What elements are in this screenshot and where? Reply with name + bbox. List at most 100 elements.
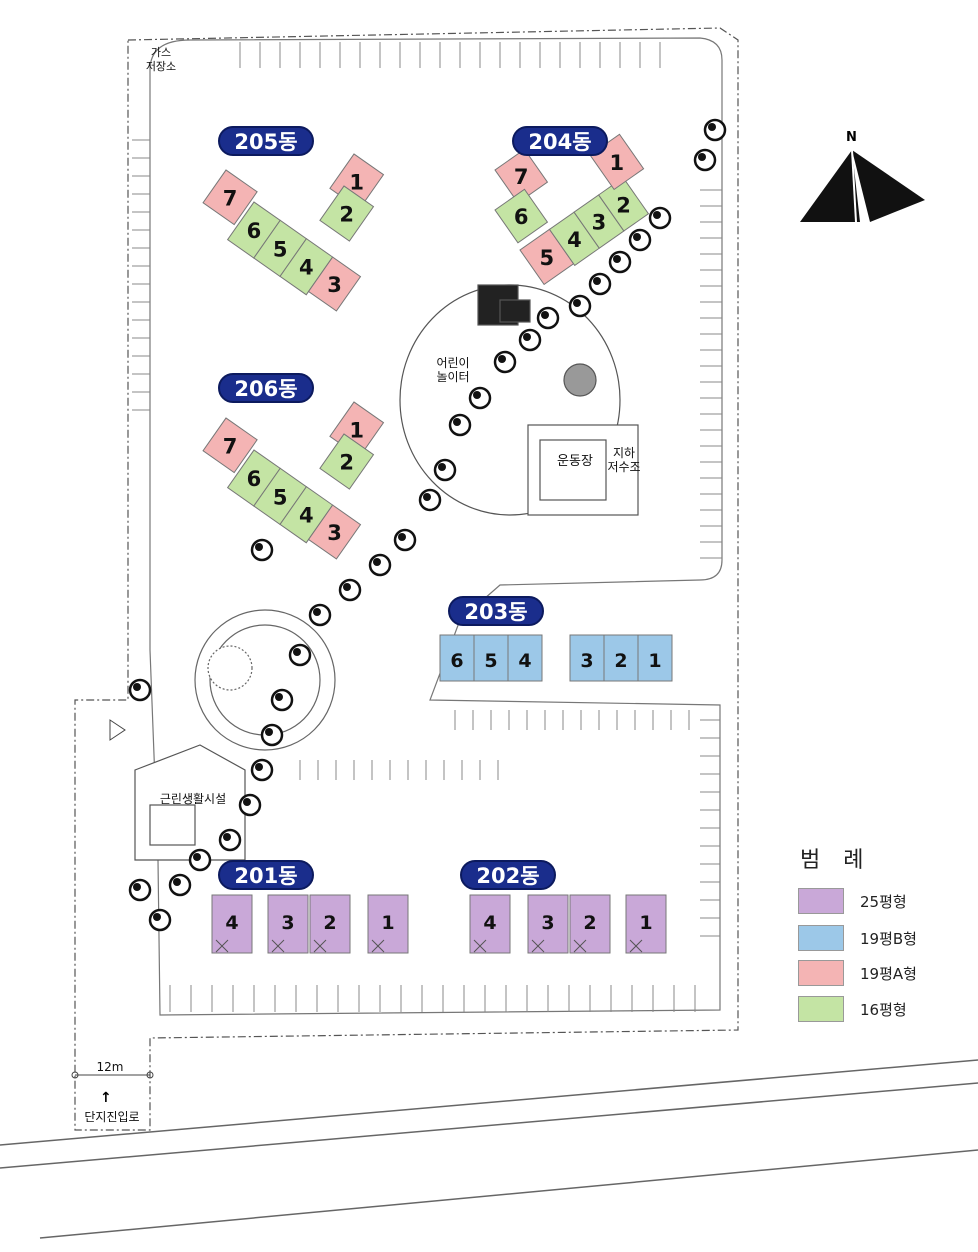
unit-number: 4 xyxy=(518,650,531,672)
legend-item: 19평B형 xyxy=(798,925,917,951)
legend-label: 19평A형 xyxy=(860,964,917,983)
unit-block: 7 xyxy=(202,417,258,474)
sports-field-label: 운동장 xyxy=(557,454,593,469)
main-road xyxy=(0,1059,978,1239)
unit-number: 7 xyxy=(223,186,238,210)
unit-number: 1 xyxy=(648,650,661,672)
legend-title: 범 례 xyxy=(800,848,872,873)
tree-icon xyxy=(128,678,152,702)
unit-number: 4 xyxy=(299,504,314,528)
roundabout xyxy=(194,609,336,751)
building-badge-201: 201동 xyxy=(218,860,314,890)
tree-icon xyxy=(168,873,192,897)
unit-number: 5 xyxy=(539,246,554,270)
tree-icon xyxy=(368,553,392,577)
legend-swatch xyxy=(798,960,844,986)
tree-icon xyxy=(128,878,152,902)
building-badge-202: 202동 xyxy=(460,860,556,890)
legend-label: 25평형 xyxy=(860,892,907,911)
tree-icon xyxy=(288,643,312,667)
tree-icon xyxy=(418,488,442,512)
unit-block: 7 xyxy=(494,148,549,204)
tree-icon xyxy=(218,828,242,852)
building-badge-204: 204동 xyxy=(512,126,608,156)
playground-label: 어린이 놀이터 xyxy=(436,356,470,384)
arrow-up-icon: ↑ xyxy=(100,1090,112,1106)
unit-number: 3 xyxy=(541,912,554,934)
tree-icon xyxy=(588,272,612,296)
gas-storage-label: 가스 저장소 xyxy=(145,46,177,73)
unit-number: 2 xyxy=(583,912,596,934)
legend-swatch xyxy=(798,925,844,951)
unit-number: 6 xyxy=(514,205,529,229)
playground-area xyxy=(399,284,621,516)
unit-number: 3 xyxy=(592,211,607,235)
tree-line xyxy=(128,118,727,932)
tree-icon xyxy=(260,723,284,747)
unit-number: 2 xyxy=(614,650,627,672)
unit-number: 6 xyxy=(247,467,262,491)
compass-icon xyxy=(800,149,925,223)
tree-icon xyxy=(608,250,632,274)
legend-swatch xyxy=(798,996,844,1022)
unit-number: 3 xyxy=(327,273,342,297)
tree-icon xyxy=(628,228,652,252)
unit-number: 2 xyxy=(339,203,354,227)
road-width-label: 12m xyxy=(96,1060,124,1074)
unit-number: 3 xyxy=(580,650,593,672)
unit-number: 7 xyxy=(223,434,238,458)
unit-number: 1 xyxy=(381,912,394,934)
legend-item: 19평A형 xyxy=(798,960,917,986)
tree-icon xyxy=(468,386,492,410)
unit-number: 1 xyxy=(639,912,652,934)
tree-icon xyxy=(568,294,592,318)
unit-number: 7 xyxy=(514,165,529,189)
parking-stripes xyxy=(132,42,722,1012)
entrance-marker xyxy=(71,719,154,1079)
tree-icon xyxy=(493,350,517,374)
tree-icon xyxy=(238,793,262,817)
tree-icon xyxy=(703,118,727,142)
tree-icon xyxy=(693,148,717,172)
unit-number: 4 xyxy=(299,256,314,280)
unit-number: 1 xyxy=(609,151,624,175)
tree-icon xyxy=(338,578,362,602)
tree-icon xyxy=(188,848,212,872)
building-badge-206: 206동 xyxy=(218,373,314,403)
tree-icon xyxy=(393,528,417,552)
unit-number: 4 xyxy=(483,912,496,934)
unit-number: 2 xyxy=(323,912,336,934)
building-badge-205: 205동 xyxy=(218,126,314,156)
tree-icon xyxy=(433,458,457,482)
unit-number: 5 xyxy=(273,485,288,509)
unit-number: 3 xyxy=(327,521,342,545)
unit-block: 2 xyxy=(319,185,375,242)
tree-icon xyxy=(518,328,542,352)
unit-number: 4 xyxy=(567,228,582,252)
legend-item: 16평형 xyxy=(798,996,907,1022)
sports-field xyxy=(527,424,639,516)
unit-number: 6 xyxy=(450,650,463,672)
unit-block: 7 xyxy=(202,169,258,226)
unit-number: 3 xyxy=(281,912,294,934)
tree-icon xyxy=(648,206,672,230)
unit-number: 1 xyxy=(349,419,364,443)
tree-icon xyxy=(448,413,472,437)
legend-item: 25평형 xyxy=(798,888,907,914)
unit-number: 5 xyxy=(484,650,497,672)
site-boundary xyxy=(74,27,739,1131)
tree-icon xyxy=(250,538,274,562)
unit-number: 5 xyxy=(273,237,288,261)
building-badge-203: 203동 xyxy=(448,596,544,626)
unit-number: 4 xyxy=(225,912,238,934)
tree-icon xyxy=(536,306,560,330)
legend-label: 19평B형 xyxy=(860,929,917,948)
entrance-label: 단지진입로 xyxy=(84,1110,140,1124)
unit-number: 1 xyxy=(349,171,364,195)
tree-icon xyxy=(250,758,274,782)
commercial-label: 근린생활시설 xyxy=(159,792,227,806)
inner-road xyxy=(149,37,723,1016)
